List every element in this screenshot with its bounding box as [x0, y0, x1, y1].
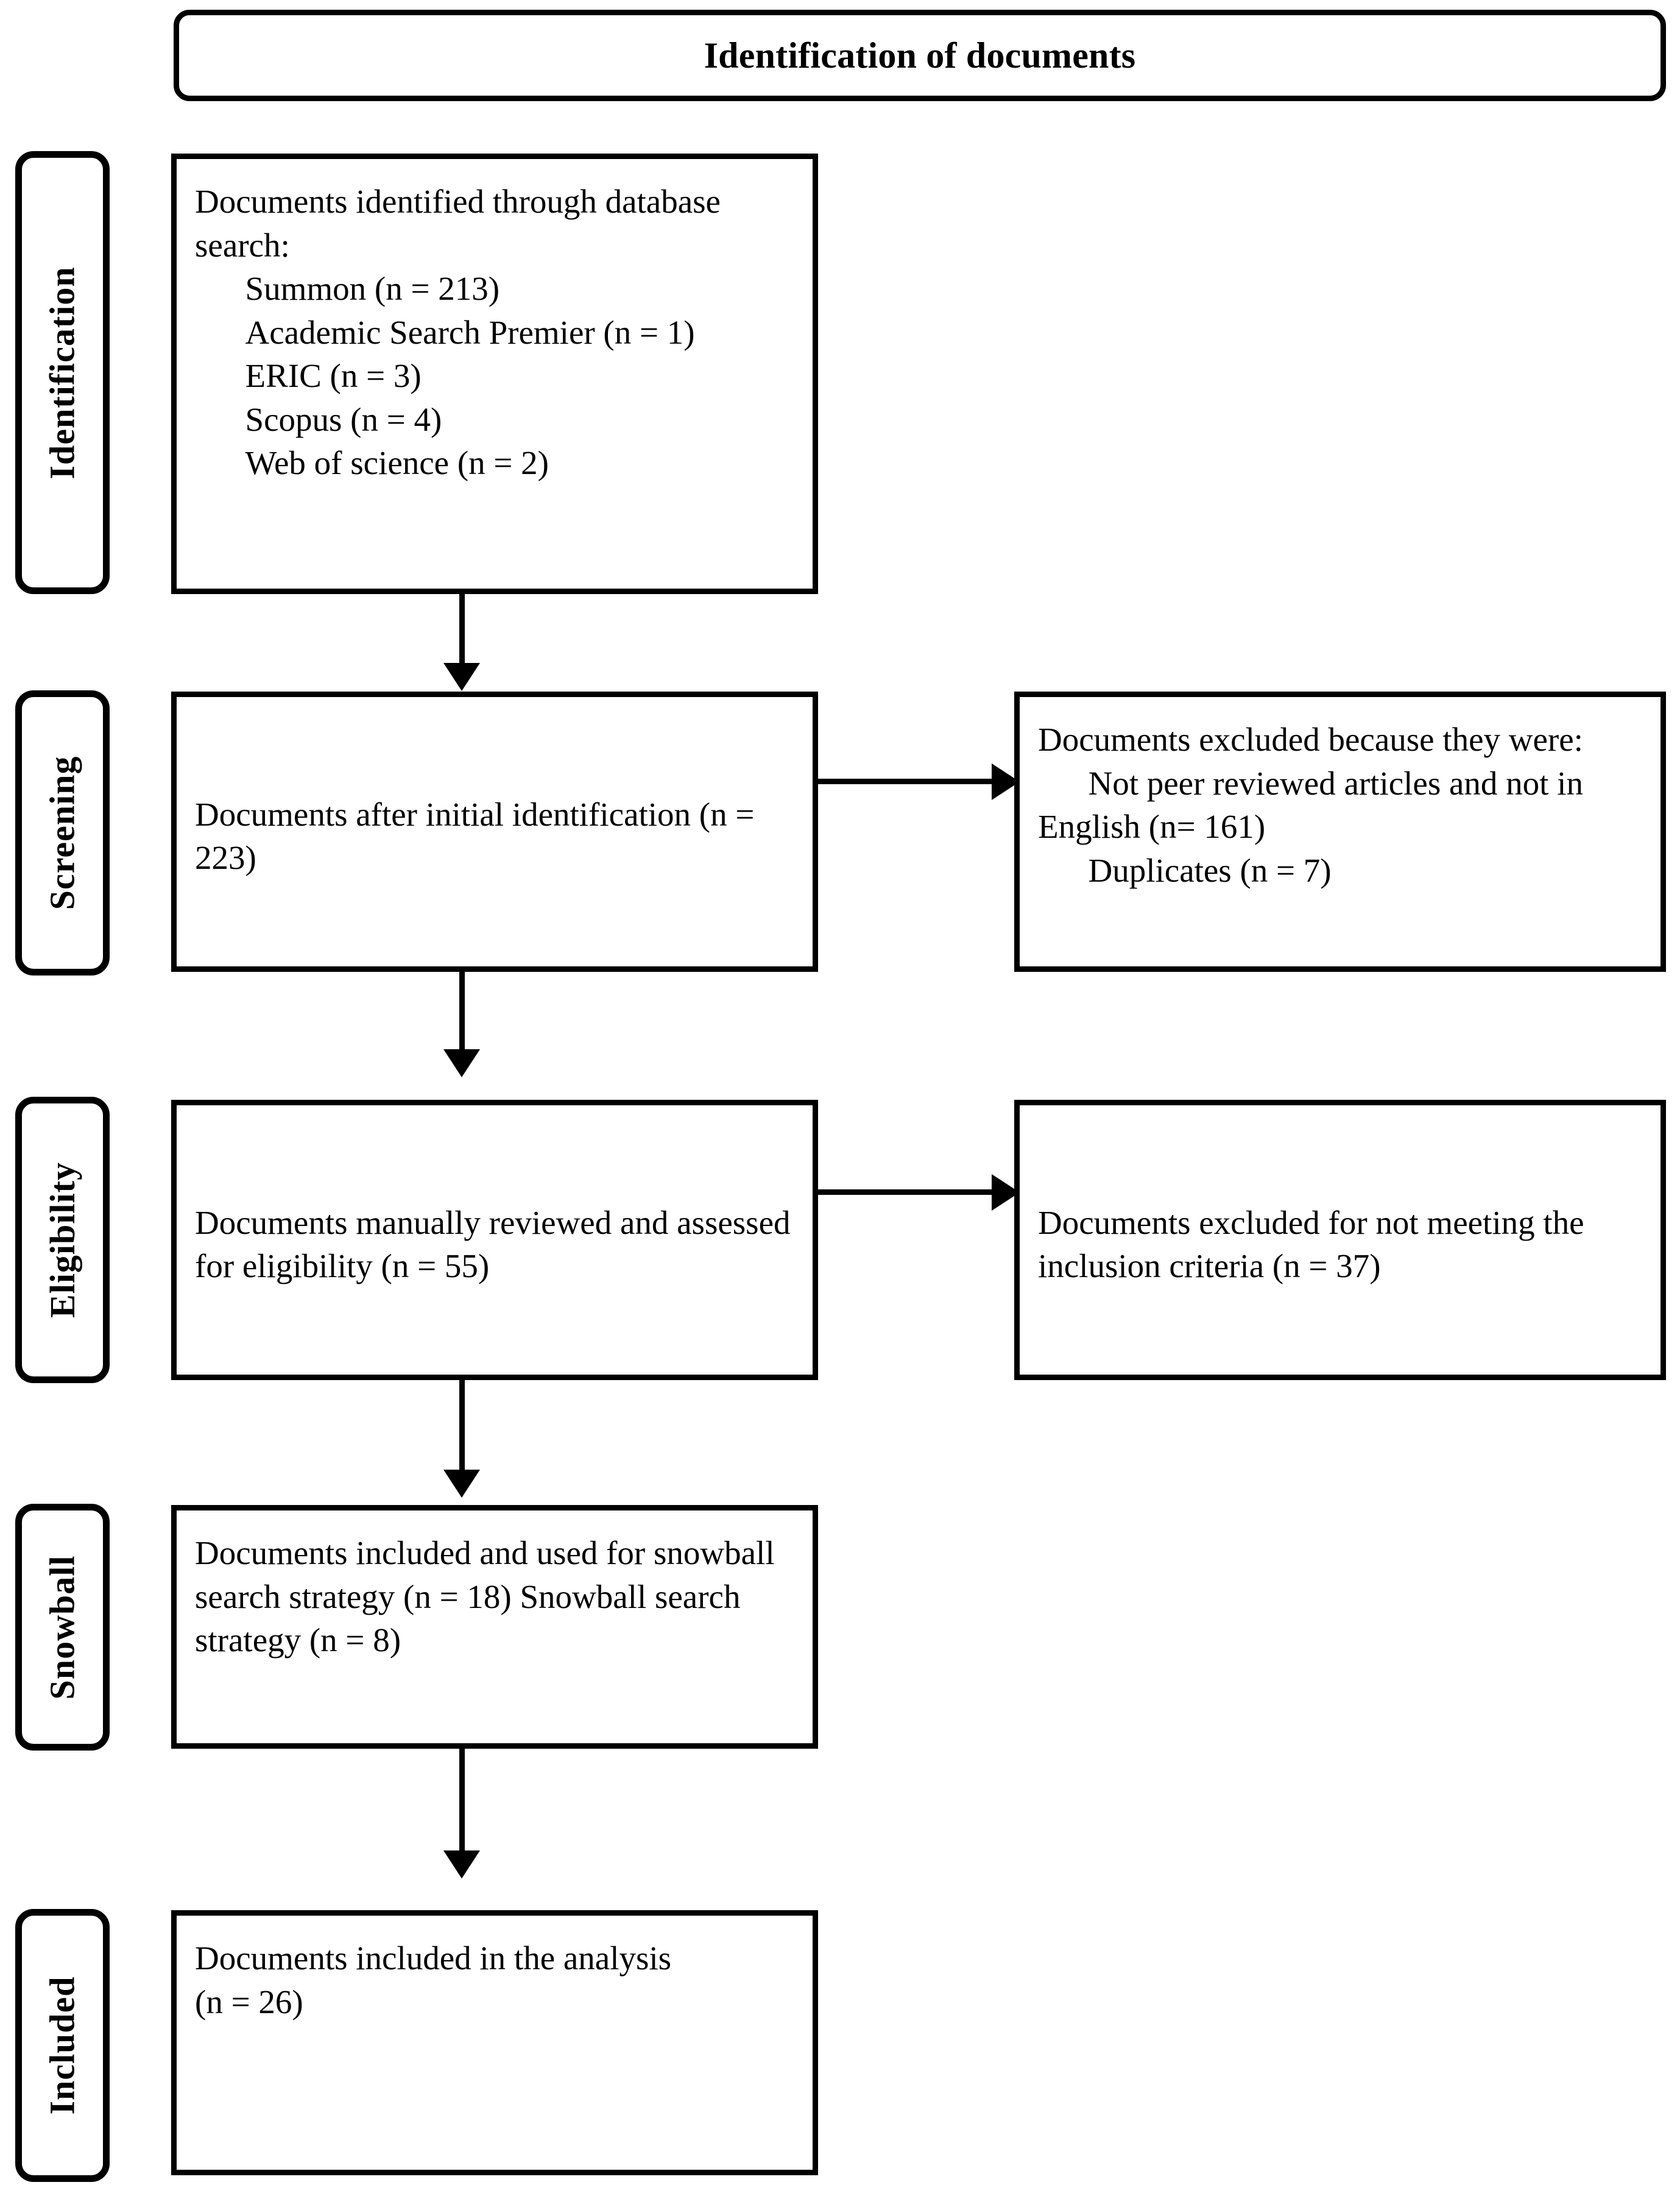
stage-label-screening: Screening — [42, 756, 82, 910]
connector-eligibility-to-excluded-line — [818, 1189, 995, 1195]
stage-pill-screening: Screening — [15, 690, 110, 976]
box-eligibility-excluded-text: Documents excluded for not meeting the i… — [1038, 1203, 1593, 1285]
connector-snowball-to-included-arrowhead — [443, 1850, 480, 1879]
connector-screening-to-eligibility-arrowhead — [443, 1049, 480, 1077]
box-screening-after-identification: Documents after initial identification (… — [171, 692, 818, 972]
box-identification-sources: Documents identified through database se… — [171, 154, 818, 594]
box-included-text: Documents included in the analysis (n = … — [195, 1939, 672, 2020]
stage-label-snowball: Snowball — [42, 1555, 82, 1699]
stage-pill-snowball: Snowball — [15, 1504, 110, 1751]
stage-pill-included: Included — [15, 1909, 110, 2182]
box-included-analysis: Documents included in the analysis (n = … — [171, 1910, 818, 2175]
stage-label-identification: Identification — [42, 266, 82, 480]
box-identification-text: Documents identified through database se… — [195, 183, 721, 481]
stage-label-eligibility: Eligibility — [42, 1162, 82, 1318]
connector-screening-to-eligibility-line — [459, 972, 465, 1051]
box-snowball-included: Documents included and used for snowball… — [171, 1505, 818, 1749]
stage-pill-identification: Identification — [15, 151, 110, 594]
box-eligibility-text: Documents manually reviewed and assessed… — [195, 1203, 799, 1285]
connector-identification-to-screening-line — [459, 594, 465, 665]
stage-label-included: Included — [42, 1976, 82, 2115]
stage-pill-eligibility: Eligibility — [15, 1097, 110, 1383]
box-screening-excluded-text: Documents excluded because they were: No… — [1038, 721, 1583, 889]
connector-screening-to-excluded-line — [818, 779, 995, 784]
connector-eligibility-to-snowball-arrowhead — [443, 1470, 480, 1498]
page-title: Identification of documents — [704, 35, 1136, 76]
box-eligibility-reviewed: Documents manually reviewed and assessed… — [171, 1100, 818, 1380]
diagram-title-box: Identification of documents — [174, 10, 1666, 101]
box-eligibility-excluded: Documents excluded for not meeting the i… — [1014, 1100, 1666, 1380]
connector-snowball-to-included-line — [459, 1749, 465, 1852]
box-screening-excluded: Documents excluded because they were: No… — [1014, 692, 1666, 972]
connector-eligibility-to-snowball-line — [459, 1380, 465, 1471]
box-snowball-text: Documents included and used for snowball… — [195, 1534, 783, 1659]
box-screening-text: Documents after initial identification (… — [195, 795, 763, 877]
connector-identification-to-screening-arrowhead — [443, 663, 480, 691]
